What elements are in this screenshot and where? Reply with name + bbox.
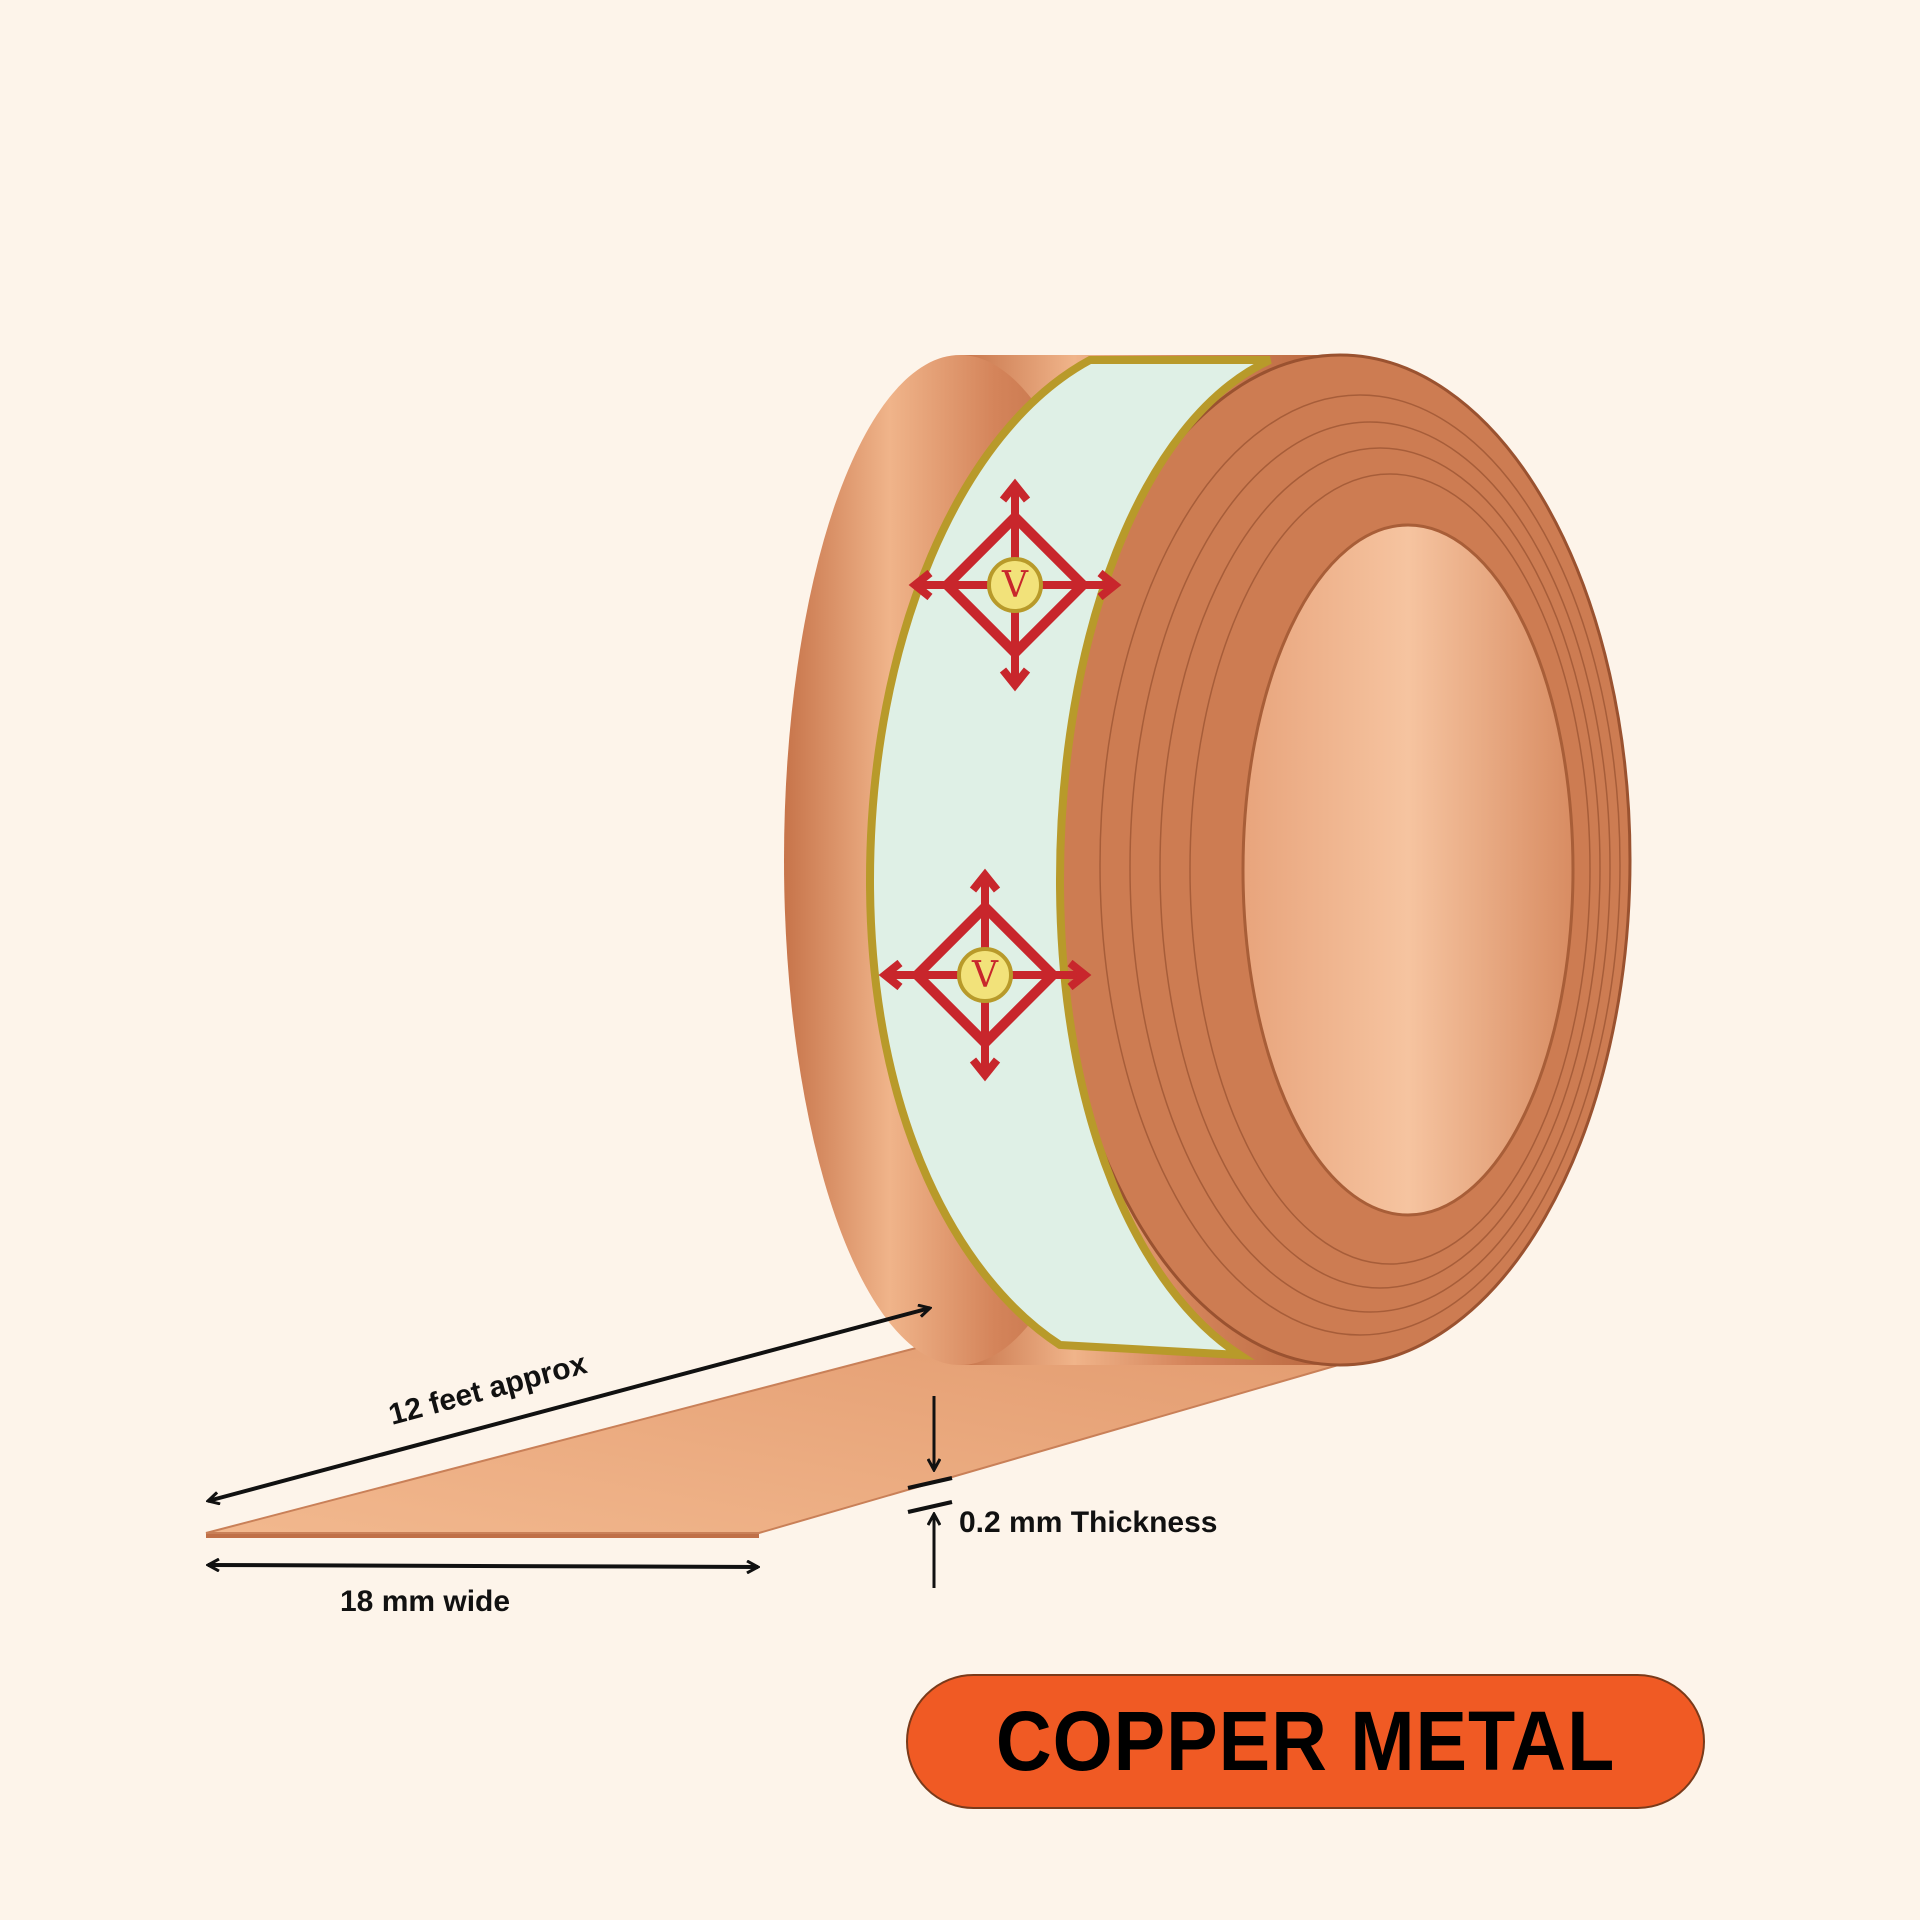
roll-inner-hole bbox=[1241, 523, 1575, 1217]
material-badge: COPPER METAL bbox=[906, 1674, 1705, 1809]
thickness-label: 0.2 mm Thickness bbox=[959, 1506, 1217, 1539]
copper-roll: V V bbox=[784, 353, 1632, 1367]
length-arrow bbox=[208, 1308, 930, 1501]
width-label: 18 mm wide bbox=[340, 1585, 510, 1618]
brand-logo: V V bbox=[878, 478, 1122, 1082]
material-badge-label: COPPER METAL bbox=[995, 1694, 1616, 1788]
svg-text:V: V bbox=[971, 955, 999, 996]
width-arrow bbox=[208, 1565, 758, 1567]
svg-text:V: V bbox=[1001, 565, 1029, 606]
thickness-indicator bbox=[907, 1396, 953, 1588]
length-label: 12 feet approx bbox=[385, 1347, 590, 1432]
